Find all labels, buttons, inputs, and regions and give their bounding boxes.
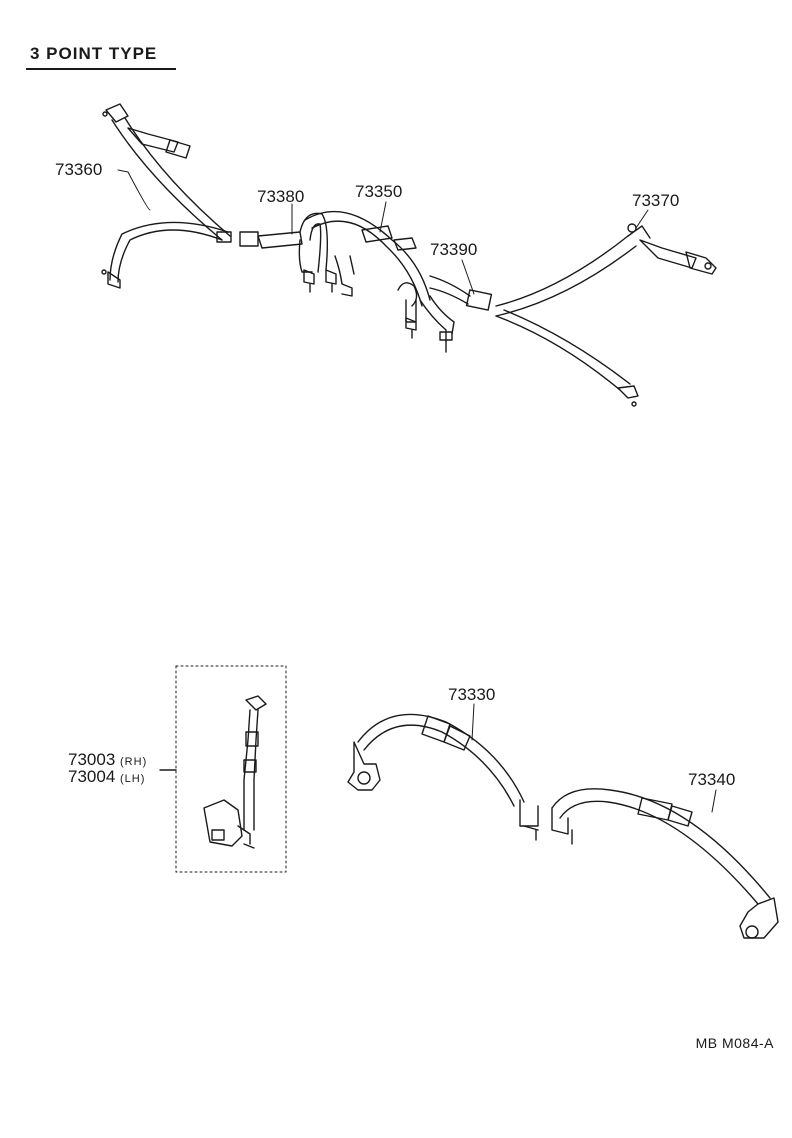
belt-73350	[304, 210, 455, 353]
belt-73370	[495, 223, 717, 407]
inset-box-73003-73004	[159, 665, 287, 873]
label-73003: 73003 (RH)	[68, 751, 147, 771]
belt-73340	[551, 788, 779, 939]
buckle-73390	[397, 275, 493, 339]
label-73004-side: (LH)	[120, 773, 146, 785]
belt-73330	[347, 713, 539, 841]
label-73350: 73350	[355, 182, 403, 201]
belt-73360	[101, 103, 232, 289]
leader-lines	[117, 169, 717, 813]
label-73003-number: 73003	[68, 750, 116, 769]
label-73380: 73380	[257, 187, 305, 206]
label-73340: 73340	[688, 770, 736, 789]
label-73390: 73390	[430, 240, 478, 259]
label-73360: 73360	[55, 160, 103, 179]
label-73004-number: 73004	[68, 767, 116, 786]
buckle-73380	[239, 212, 337, 293]
diagram-code: MB M084-A	[695, 1035, 774, 1051]
label-73003-side: (RH)	[120, 756, 148, 768]
diagram-title: 3 POINT TYPE	[30, 44, 158, 63]
label-73370: 73370	[632, 191, 680, 210]
title-underline	[26, 68, 176, 70]
label-73004: 73004 (LH)	[68, 768, 145, 788]
label-73330: 73330	[448, 685, 496, 704]
